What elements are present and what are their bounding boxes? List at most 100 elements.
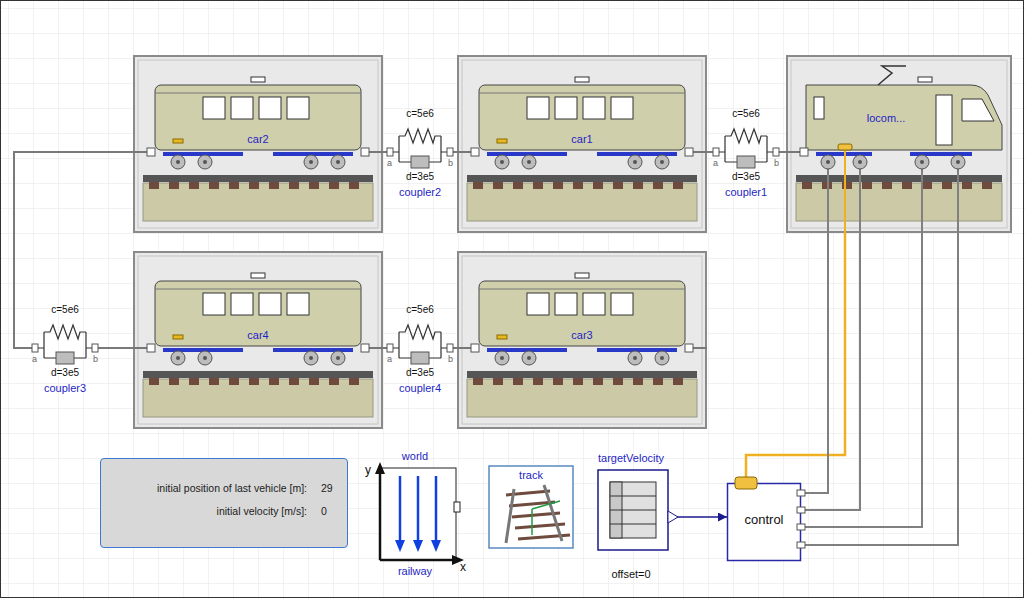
spring — [44, 325, 86, 339]
vehicle-frame-inner — [138, 60, 378, 228]
wheel-hub — [633, 356, 637, 360]
wheel-hub — [176, 160, 180, 164]
gravity-arrow-head — [413, 540, 423, 552]
wheel — [522, 155, 536, 169]
coupler-name: coupler3 — [44, 382, 86, 395]
window — [527, 293, 549, 315]
wheel — [171, 351, 185, 365]
port-label: b — [93, 354, 98, 365]
block-name: track — [519, 469, 543, 482]
sleeper — [513, 182, 523, 189]
track-bed — [143, 183, 373, 221]
pantograph — [878, 66, 906, 85]
damper — [737, 156, 755, 168]
wheel — [522, 351, 536, 365]
flange — [685, 344, 693, 352]
wheel-hub — [500, 160, 504, 164]
wheel — [628, 155, 642, 169]
sleeper — [229, 182, 239, 189]
sleeper — [633, 182, 643, 189]
sleeper — [573, 182, 583, 189]
sleeper — [473, 378, 483, 385]
parameter-panel: initial position of last vehicle [m]:29i… — [100, 458, 348, 548]
car-body — [479, 281, 685, 346]
roof-line — [155, 289, 361, 290]
flange-connection — [453, 151, 457, 153]
bus-connector-line — [746, 233, 845, 477]
wheel — [331, 351, 345, 365]
vehicle-name: car2 — [247, 133, 268, 146]
sleeper — [209, 182, 219, 189]
flange-connection — [805, 233, 958, 545]
sleeper — [149, 182, 159, 189]
wheel-hub — [660, 356, 664, 360]
window — [583, 293, 605, 315]
rail — [143, 371, 373, 378]
axis-heads — [375, 462, 464, 565]
flange-connection — [383, 347, 387, 349]
parameter-value: 29 — [321, 482, 333, 495]
locomotive: locom... — [786, 55, 1012, 233]
wheel-hub — [309, 356, 313, 360]
window — [287, 293, 309, 315]
rail — [143, 175, 373, 182]
roof-line — [479, 93, 685, 94]
window — [611, 293, 633, 315]
sleeper — [169, 378, 179, 385]
window — [259, 97, 281, 119]
track-block: track — [488, 465, 574, 549]
flange-a — [32, 344, 38, 352]
roof-vent — [251, 273, 265, 278]
table-row — [610, 510, 656, 511]
flange-connection — [805, 233, 922, 527]
sleeper — [962, 182, 972, 189]
spring — [725, 129, 767, 143]
wheel — [331, 155, 345, 169]
signal-line — [676, 516, 727, 518]
sleeper — [209, 378, 219, 385]
sleeper — [593, 182, 603, 189]
flange-connection — [805, 233, 860, 510]
flange-a — [387, 148, 393, 156]
damper — [411, 352, 429, 364]
frame-axes — [532, 501, 560, 535]
car-connector — [173, 139, 183, 143]
axes — [380, 472, 456, 560]
vehicle-frame-inner — [462, 256, 702, 424]
roof-line — [155, 93, 361, 94]
wheel-hub — [500, 356, 504, 360]
wheel — [495, 155, 509, 169]
track-box — [489, 466, 573, 548]
flange-connection — [14, 152, 133, 348]
bus-connector — [838, 144, 852, 150]
rails — [506, 485, 562, 543]
block-name: targetVelocity — [598, 452, 664, 465]
roof-vent — [918, 77, 932, 82]
front-window — [962, 99, 994, 121]
flange-connection — [707, 151, 713, 153]
sleeper — [493, 378, 503, 385]
window — [527, 97, 549, 119]
drive-wire — [859, 167, 861, 233]
flange — [471, 344, 479, 352]
track-bed — [143, 379, 373, 417]
flange-a — [713, 148, 719, 156]
wheel — [198, 155, 212, 169]
rail — [467, 371, 697, 378]
block-name: world — [402, 450, 428, 463]
damping-constant: d=3e5 — [406, 367, 434, 379]
window — [583, 97, 605, 119]
wheel-hub — [336, 160, 340, 164]
flange-pin — [797, 490, 805, 496]
sleeper — [613, 182, 623, 189]
flange-pin — [797, 542, 805, 548]
sleeper — [289, 378, 299, 385]
coupler-spring-damper: c=5e6abd=3e5coupler3 — [32, 304, 98, 399]
wheel-hub — [527, 160, 531, 164]
damping-constant: d=3e5 — [406, 171, 434, 183]
locomotive-icon — [786, 55, 1012, 233]
vehicle-frame — [134, 252, 382, 428]
roof-vent — [251, 77, 265, 82]
spring-constant: c=5e6 — [51, 304, 79, 316]
